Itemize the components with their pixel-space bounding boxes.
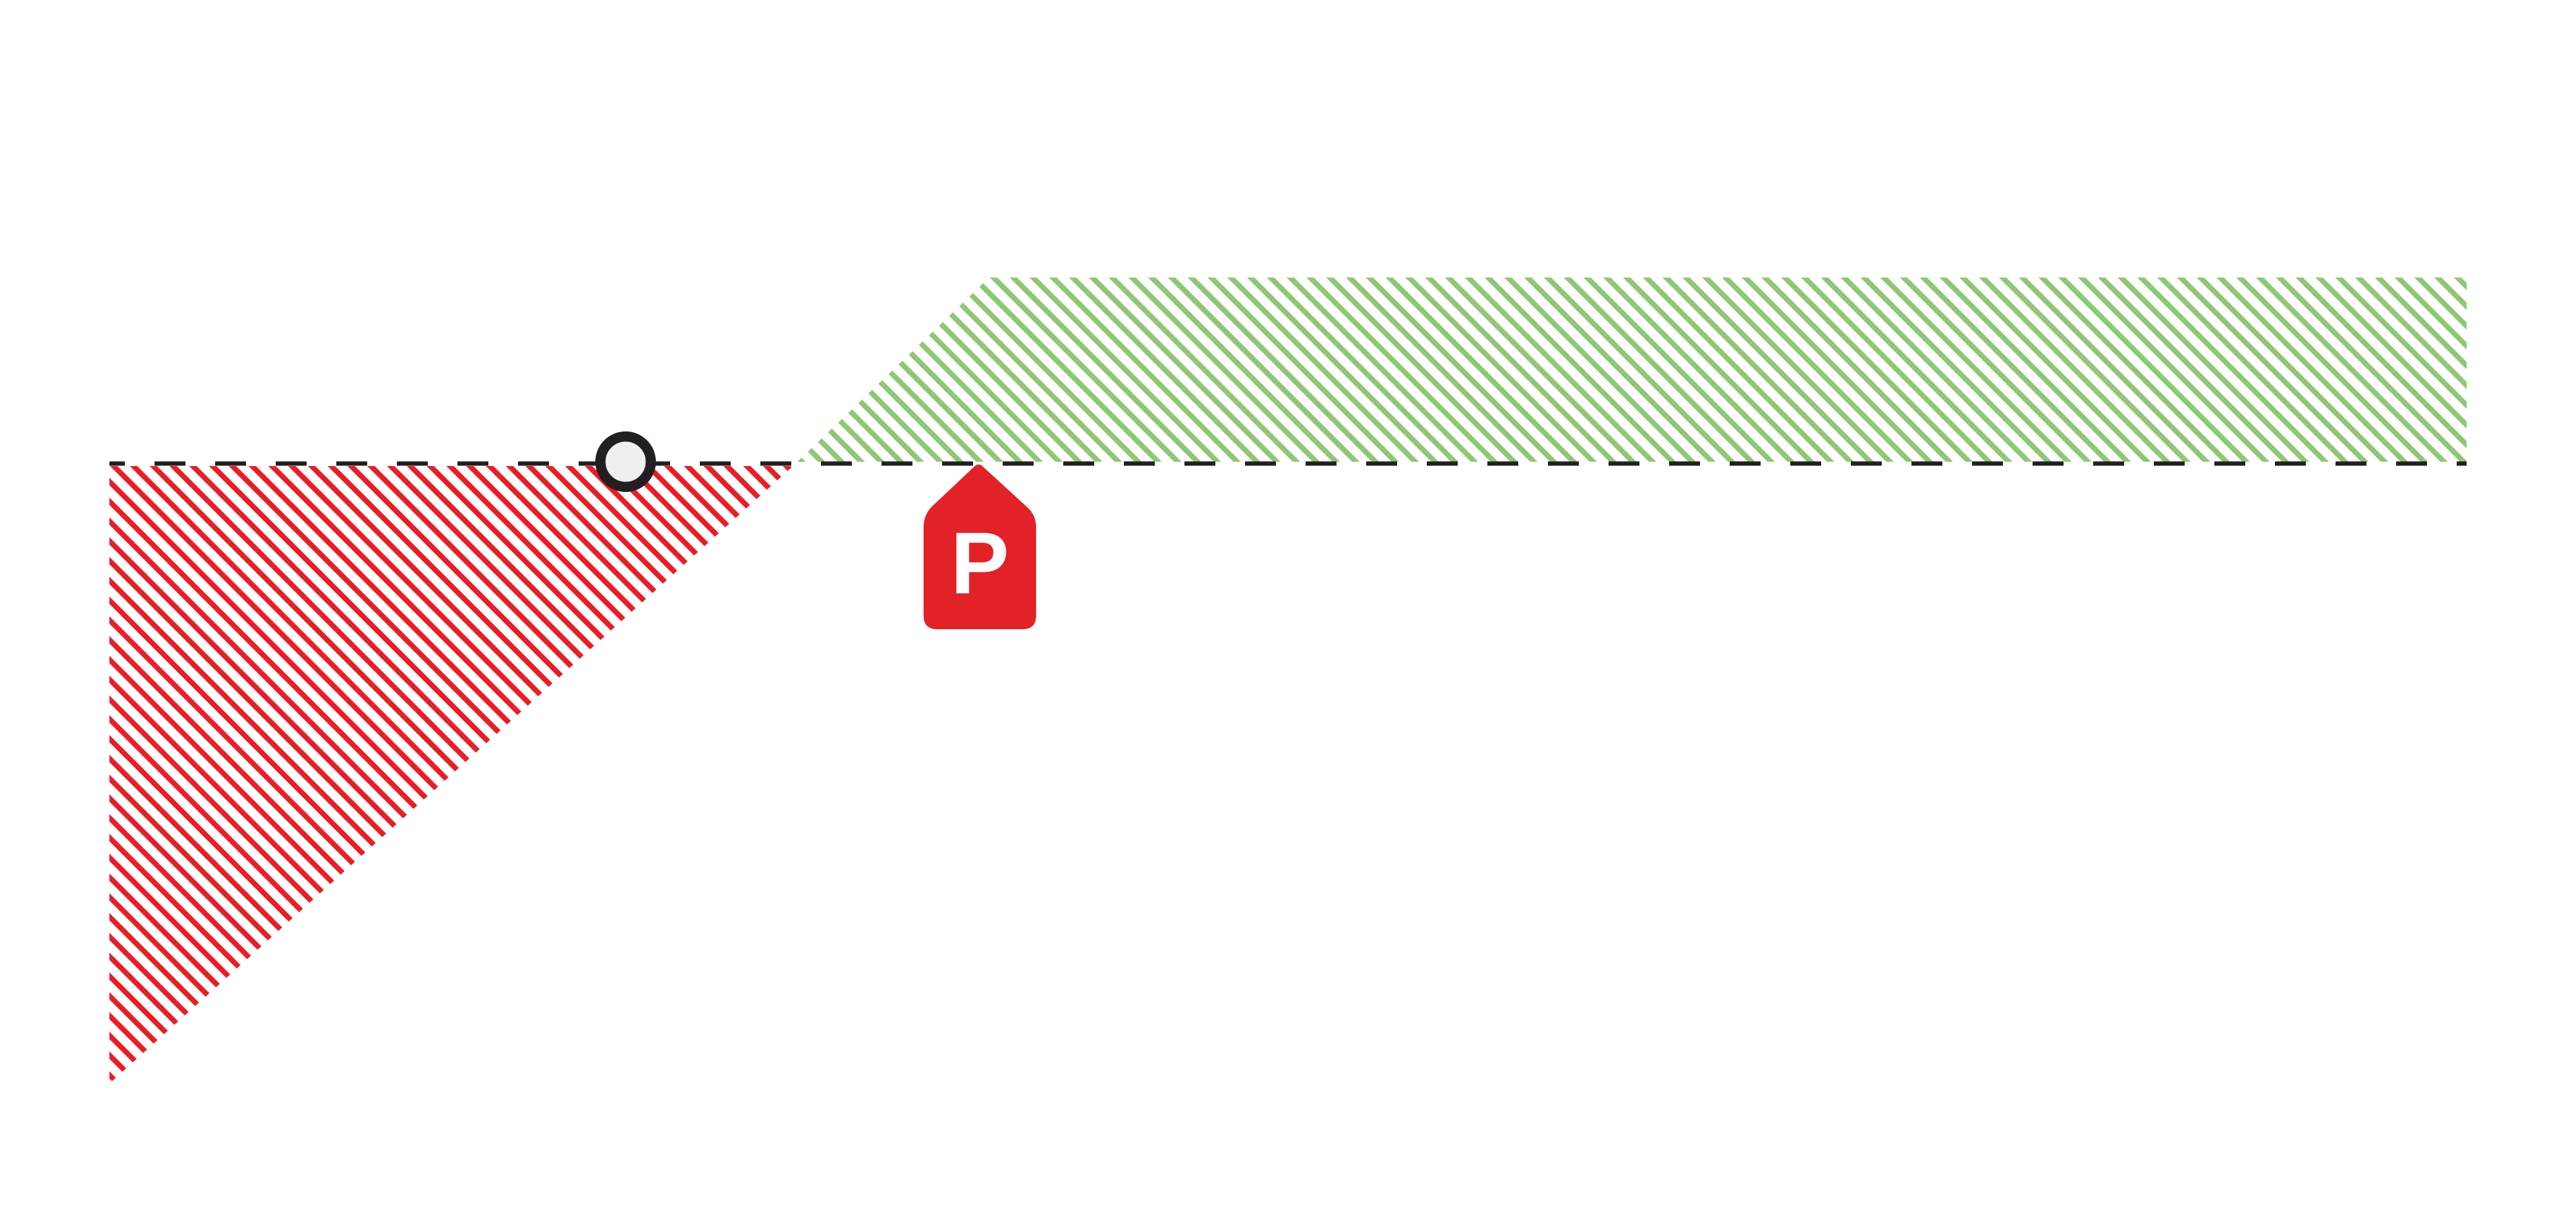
profit-region	[797, 278, 2467, 462]
loss-region	[109, 466, 793, 1083]
price-tag-shape	[924, 464, 1036, 629]
ring-point-marker	[595, 431, 656, 492]
price-tag-label: P	[951, 514, 1010, 613]
price-tag-marker: P	[924, 464, 1036, 629]
